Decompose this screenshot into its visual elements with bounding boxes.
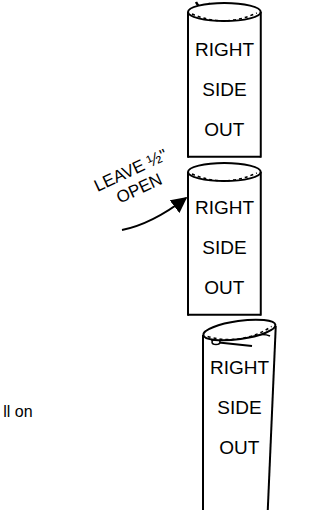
tube-label: RIGHT SIDE OUT — [195, 0, 254, 150]
tube-shape: RIGHT SIDE OUT — [188, 0, 261, 158]
caption-fragment: ll on — [3, 403, 32, 421]
tube-shape: RIGHT SIDE OUT — [188, 160, 261, 316]
leader-arrow — [122, 198, 186, 230]
tube-shape: RIGHT SIDE OUT — [203, 318, 276, 510]
tube-label: RIGHT SIDE OUT — [210, 318, 269, 468]
tube-label: RIGHT SIDE OUT — [195, 160, 254, 308]
note-label: LEAVE ½" OPEN — [85, 143, 185, 217]
